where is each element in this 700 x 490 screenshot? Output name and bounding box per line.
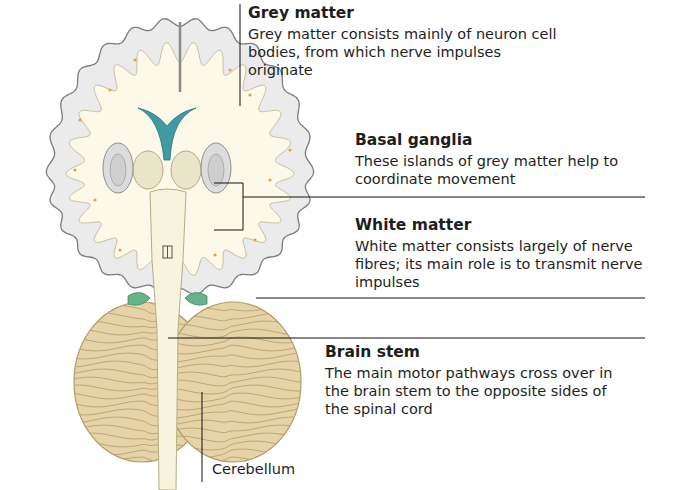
vessel-dot [213,253,216,256]
folia-line [70,353,305,362]
folia-line [70,329,305,338]
folia-line [70,393,305,402]
leader-line [243,197,645,198]
vessel-dot [253,238,256,241]
folia-line [70,417,305,426]
folia-line [70,449,305,458]
label-text: The main motor pathways cross over in th… [325,364,630,418]
leader-line [202,392,203,482]
basal-ganglion [103,143,133,193]
label-heading: White matter [355,216,635,235]
brain-stem [150,189,186,490]
part-name: Cerebellum [212,460,352,478]
vessel-dot [133,58,136,61]
folia-line [70,369,305,378]
folia-line [70,305,305,314]
leader-line [168,338,645,339]
vessel-dot [108,88,111,91]
folia-line [70,441,305,450]
folia-line [70,401,305,410]
folia-line [70,377,305,386]
vessel-dot [93,198,96,201]
aqueduct [163,246,172,258]
folia-line [70,385,305,394]
vessel-dot [288,148,291,151]
label-heading: Basal ganglia [355,131,635,150]
vessel-dot [228,68,231,71]
label-text: Grey matter consists mainly of neuron ce… [248,25,566,79]
label-text: White matter consists largely of nerve f… [355,237,660,291]
basal-ganglion-core [110,154,126,186]
cerebellar-peduncle [128,292,150,305]
folia-line [70,321,305,330]
vessel-dot [268,178,271,181]
vessel-dot [73,168,76,171]
basal-ganglion [201,143,231,193]
label-heading: Brain stem [325,343,605,362]
folia-line [70,409,305,418]
folia-line [70,433,305,442]
vessel-dot [118,248,121,251]
basal-ganglion-core [208,154,224,186]
vessel-dot [248,93,251,96]
longitudinal-fissure [179,22,182,92]
label-text: These islands of grey matter help to coo… [355,152,655,188]
cerebellar-peduncle [185,292,207,305]
folia-line [70,313,305,322]
thalamus [133,151,163,189]
leader-line [240,4,241,106]
folia-line [70,361,305,370]
cerebellum-folia [70,297,305,466]
thalamus [171,151,201,189]
aqueduct-line [167,246,168,258]
folia-line [70,345,305,354]
label-heading: Grey matter [248,4,488,23]
folia-line [70,425,305,434]
leader-line [214,183,243,230]
leader-line [256,298,645,299]
vessel-dot [78,118,81,121]
